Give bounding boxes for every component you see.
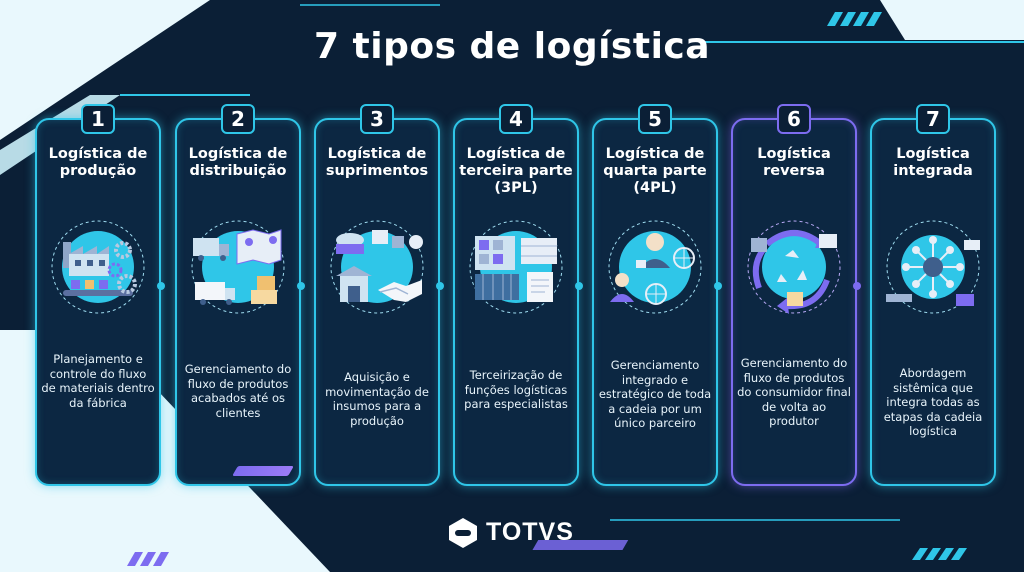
card-title: Logística de terceira parte (3PL)	[459, 146, 573, 196]
card-number-badge: 6	[777, 104, 811, 134]
card-description: Abordagem sistêmica que integra todas as…	[883, 366, 983, 438]
connector-dot	[157, 282, 165, 290]
card-accent-bar	[232, 466, 294, 476]
warehouse-icon	[469, 220, 563, 314]
brand-logo: TOTVS	[446, 516, 586, 550]
page-title: 7 tipos de logística	[313, 26, 711, 67]
card-number-badge: 1	[81, 104, 115, 134]
card-description: Gerenciamento do fluxo de produtos acaba…	[184, 362, 292, 420]
card-number-badge: 7	[916, 104, 950, 134]
connector-dot	[714, 282, 722, 290]
connector-dot	[575, 282, 583, 290]
delivery-truck-icon	[191, 220, 285, 314]
connector-dot	[297, 282, 305, 290]
card-description: Terceirização de funções logísticas para…	[464, 368, 568, 411]
card-title: Logística reversa	[757, 146, 831, 179]
card-title: Logística de quarta parte (4PL)	[603, 146, 707, 196]
card-logistica-4pl: 5 Logística de quarta parte (4PL) Gerenc…	[592, 104, 718, 486]
card-logistica-distribuicao: 2 Logística de distribuição Gerenciament…	[175, 104, 301, 486]
handshake-icon	[330, 220, 424, 314]
connector-dot	[436, 282, 444, 290]
card-title: Logística de distribuição	[188, 146, 288, 179]
card-logistica-integrada: 7 Logística integrada Abordagem sistêmic…	[870, 104, 996, 486]
connector-dot	[853, 282, 861, 290]
network-hub-icon	[886, 220, 980, 314]
card-description: Gerenciamento integrado e estratégico de…	[598, 358, 712, 430]
recycle-icon	[747, 220, 841, 314]
card-description: Planejamento e controle do fluxo de mate…	[41, 352, 155, 410]
card-logistica-producao: 1 Logística de produção Planejamento e c…	[35, 104, 161, 486]
card-number-badge: 5	[638, 104, 672, 134]
card-title: Logística de suprimentos	[325, 146, 429, 179]
card-description: Aquisição e movimentação de insumos para…	[325, 370, 429, 428]
brand-name: TOTVS	[486, 518, 574, 546]
card-number-badge: 2	[221, 104, 255, 134]
card-title: Logística de produção	[48, 146, 148, 179]
card-logistica-suprimentos: 3 Logística de suprimentos Aquisição e m…	[314, 104, 440, 486]
factory-icon	[51, 220, 145, 314]
manager-globe-icon	[608, 220, 702, 314]
totvs-logo-icon	[449, 518, 477, 548]
card-logistica-3pl: 4 Logística de terceira parte (3PL) Terc…	[453, 104, 579, 486]
card-number-badge: 4	[499, 104, 533, 134]
card-number-badge: 3	[360, 104, 394, 134]
card-title: Logística integrada	[893, 146, 973, 179]
card-logistica-reversa: 6 Logística reversa Gerenciamento do flu…	[731, 104, 857, 486]
card-description: Gerenciamento do fluxo de produtos do co…	[737, 356, 851, 428]
